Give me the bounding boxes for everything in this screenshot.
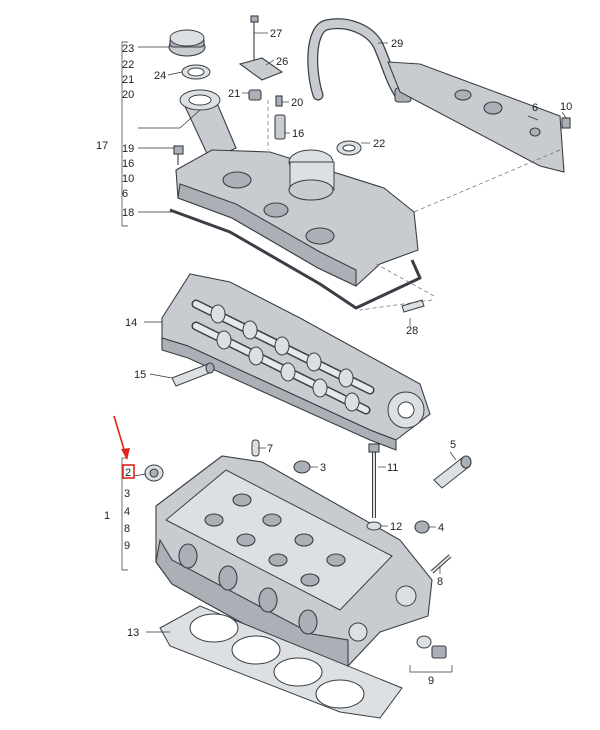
sleeve-5 <box>433 455 472 489</box>
bolt-20 <box>275 95 283 107</box>
bolt-27 <box>250 15 259 60</box>
callout-19: 19 <box>122 143 134 155</box>
group-bracket-1 <box>121 457 128 571</box>
bracket-26 <box>238 57 284 81</box>
callout-6: 6 <box>532 102 538 114</box>
pin-15 <box>171 362 215 387</box>
callout-9: 9 <box>124 540 130 552</box>
callout-15: 15 <box>134 369 146 381</box>
callout-16b: 16 <box>292 128 304 140</box>
callout-4b: 4 <box>438 522 444 534</box>
sensor-16 <box>274 114 286 140</box>
callout-12: 12 <box>390 521 402 533</box>
callout-8b: 8 <box>437 576 443 588</box>
callout-11: 11 <box>387 462 398 474</box>
callout-8: 8 <box>124 523 130 535</box>
callout-22: 22 <box>122 59 134 71</box>
camshaft-housing <box>161 273 431 451</box>
nut-21 <box>248 89 262 101</box>
callout-20: 20 <box>122 89 134 101</box>
group-bracket-17 <box>121 41 128 227</box>
callout-14: 14 <box>125 317 137 329</box>
plug-set-9 <box>416 635 447 659</box>
callout-21: 21 <box>122 74 134 86</box>
seal-22 <box>336 140 362 156</box>
align-line-2 <box>359 299 433 311</box>
group-bracket-9 <box>409 665 453 673</box>
cover-gasket <box>169 208 422 310</box>
callout-18: 18 <box>122 207 134 219</box>
callout-7: 7 <box>267 443 273 455</box>
callout-29: 29 <box>391 38 403 50</box>
callout-4: 4 <box>124 506 130 518</box>
callout-17: 17 <box>96 140 108 152</box>
callout-23: 23 <box>122 43 134 55</box>
callout-10: 10 <box>560 101 572 113</box>
callout-9b: 9 <box>428 675 434 687</box>
head-bolt-11 <box>368 443 380 518</box>
cylinder-head <box>155 455 433 667</box>
callout-3b: 3 <box>320 462 326 474</box>
callout-3: 3 <box>124 488 130 500</box>
callout-21b: 21 <box>228 88 240 100</box>
bolt-10 <box>561 117 571 129</box>
align-line-3 <box>413 149 561 213</box>
highlight-arrow <box>113 415 130 460</box>
callout-28: 28 <box>406 325 418 337</box>
cap-seal-ring <box>181 64 211 80</box>
bolt-19 <box>173 145 184 165</box>
callout-10b: 10 <box>122 173 134 185</box>
leader-lines <box>133 32 567 633</box>
callout-20b: 20 <box>291 97 303 109</box>
stud-8 <box>430 554 452 574</box>
cylinder-head-gasket <box>159 605 403 719</box>
cover-plate <box>387 61 565 173</box>
oil-filler-neck <box>179 89 237 161</box>
callout-1: 1 <box>104 510 110 522</box>
callout-16: 16 <box>122 158 134 170</box>
sealing-plug-2 <box>144 464 164 482</box>
cylinder-head-cover <box>175 149 419 287</box>
callout-6b: 6 <box>122 188 128 200</box>
dowel-pin-28 <box>401 299 425 313</box>
cam-lobes <box>210 304 360 412</box>
callout-5: 5 <box>450 439 456 451</box>
washer-12 <box>366 521 382 531</box>
callout-26: 26 <box>276 56 288 68</box>
callout-27: 27 <box>270 28 282 40</box>
callout-22b: 22 <box>373 138 385 150</box>
highlight-box <box>122 464 135 479</box>
callout-13: 13 <box>127 627 139 639</box>
sealing-plug-3 <box>293 460 311 474</box>
align-line-1 <box>375 263 435 297</box>
callout-24: 24 <box>154 70 166 82</box>
sealing-plug-4 <box>414 520 430 534</box>
callout-2: 2 <box>125 467 131 479</box>
pin-7 <box>251 439 260 457</box>
oil-filler-cap <box>168 29 206 57</box>
